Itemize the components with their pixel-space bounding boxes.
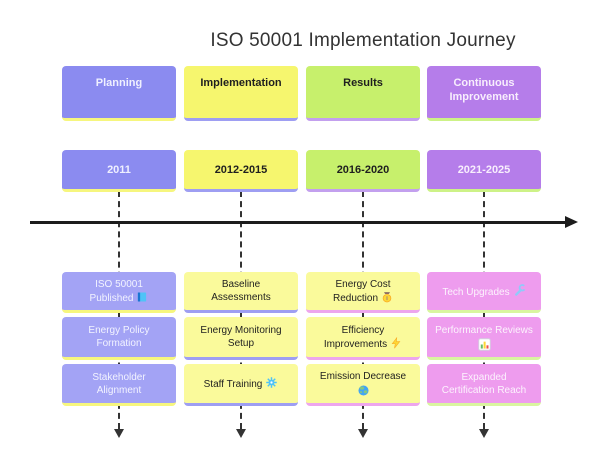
phase-label: Implementation — [200, 77, 282, 89]
event-expanded-certification-reach: Expanded Certification Reach — [427, 364, 541, 406]
event-staff-training: Staff Training — [184, 364, 298, 406]
event-iso-50001-published: ISO 50001 Published — [62, 272, 176, 313]
period-label: 2011 — [107, 163, 131, 176]
event-energy-monitoring-setup: Energy Monitoring Setup — [184, 317, 298, 360]
phase-label: Continuous Improvement — [449, 77, 519, 103]
event-label: Energy Cost Reduction — [333, 278, 393, 305]
event-energy-cost-reduction: Energy Cost Reduction — [306, 272, 420, 313]
period-label: 2021-2025 — [457, 163, 511, 176]
phase-label: Planning — [95, 77, 143, 89]
event-baseline-assessments: Baseline Assessments — [184, 272, 298, 313]
event-label: Efficiency Improvements — [324, 324, 402, 351]
event-efficiency-improvements: Efficiency Improvements — [306, 317, 420, 360]
event-label: Staff Training — [204, 376, 279, 391]
event-label: Baseline Assessments — [211, 279, 271, 303]
event-label: Tech Upgrades — [442, 283, 525, 299]
lightning-icon — [391, 336, 401, 348]
gear-icon — [266, 377, 278, 388]
period-box-2016-2020: 2016-2020 — [306, 150, 420, 192]
phase-box-results: Results — [306, 66, 420, 121]
event-label: Stakeholder Alignment — [92, 371, 146, 396]
phase-box-continuous-improvement: Continuous Improvement — [427, 66, 541, 121]
phase-box-planning: Planning — [62, 66, 176, 121]
connector-arrowhead-results — [358, 429, 368, 438]
timeline-axis — [30, 221, 566, 224]
timeline-axis-arrowhead-icon — [565, 216, 578, 228]
wrench-icon — [514, 283, 525, 296]
event-stakeholder-alignment: Stakeholder Alignment — [62, 364, 176, 406]
period-label: 2012-2015 — [214, 163, 268, 176]
phase-label: Results — [343, 77, 383, 89]
event-label: Emission Decrease — [320, 370, 406, 397]
period-label: 2016-2020 — [336, 163, 390, 176]
connector-arrowhead-continuous-improvement — [479, 429, 489, 438]
event-performance-reviews: Performance Reviews — [427, 317, 541, 360]
connector-arrowhead-implementation — [236, 429, 246, 438]
event-tech-upgrades: Tech Upgrades — [427, 272, 541, 313]
period-box-2021-2025: 2021-2025 — [427, 150, 541, 192]
event-label: Expanded Certification Reach — [441, 371, 527, 396]
event-label: Performance Reviews — [435, 324, 533, 351]
period-box-2012-2015: 2012-2015 — [184, 150, 298, 192]
globe-icon — [357, 385, 369, 396]
period-box-2011: 2011 — [62, 150, 176, 192]
blue-book-icon — [138, 292, 147, 301]
phase-box-implementation: Implementation — [184, 66, 298, 121]
bar-chart-icon — [477, 337, 491, 351]
event-label: Energy Monitoring Setup — [200, 325, 282, 349]
event-energy-policy-formation: Energy Policy Formation — [62, 317, 176, 360]
event-label: ISO 50001 Published — [90, 278, 149, 305]
event-emission-decrease: Emission Decrease — [306, 364, 420, 406]
money-bag-icon — [382, 291, 392, 302]
page-title: ISO 50001 Implementation Journey — [210, 30, 516, 51]
connector-arrowhead-planning — [114, 429, 124, 438]
event-label: Energy Policy Formation — [88, 325, 150, 349]
